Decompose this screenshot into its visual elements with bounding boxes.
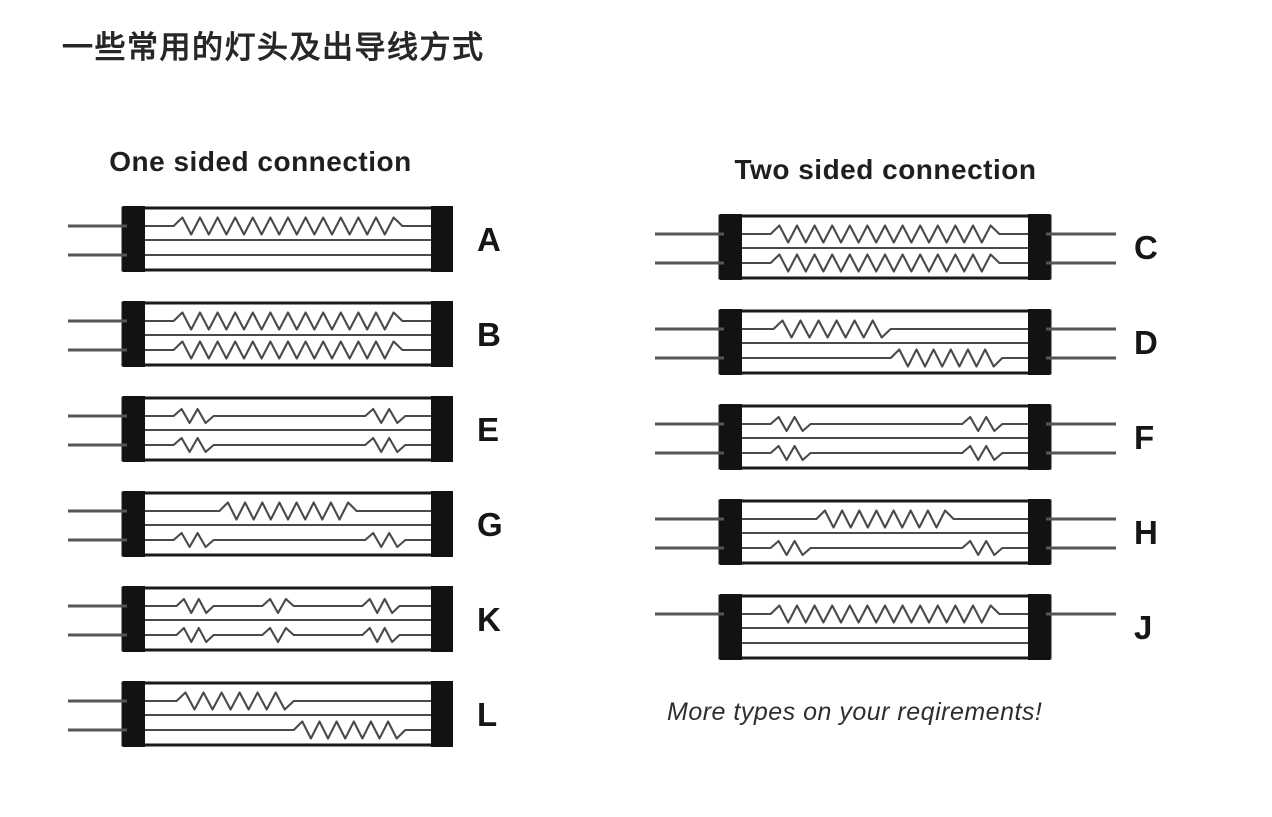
lamp-row-G: G <box>68 489 503 559</box>
lamp-row-J: J <box>655 592 1158 662</box>
lamp-label: L <box>477 695 498 733</box>
lamp-row-D: D <box>655 307 1158 377</box>
lamp-row-A: A <box>68 204 503 274</box>
column-two-sided: Two sided connection C D F H J More types on… <box>655 154 1158 727</box>
lamp-label: E <box>477 410 500 448</box>
lamp-drawing-F <box>655 404 1116 470</box>
lamp-label: K <box>477 600 501 638</box>
lamp-label: B <box>477 315 501 353</box>
page-title: 一些常用的灯头及出导线方式 <box>62 30 485 65</box>
lamp-row-C: C <box>655 212 1158 282</box>
lamp-label: A <box>477 220 501 258</box>
lamp-row-H: H <box>655 497 1158 567</box>
lamp-drawing-J <box>655 594 1116 660</box>
lamp-label: H <box>1134 513 1158 551</box>
lamp-row-E: E <box>68 394 503 464</box>
column-heading-two-sided: Two sided connection <box>734 154 1037 185</box>
lamp-drawing-B <box>68 301 453 367</box>
lamp-label: D <box>1134 323 1158 361</box>
lamp-label: C <box>1134 228 1158 266</box>
lamp-row-F: F <box>655 402 1158 472</box>
lamp-drawing-H <box>655 499 1116 565</box>
lamp-row-L: L <box>68 679 503 749</box>
lamp-row-K: K <box>68 584 503 654</box>
lamp-drawing-G <box>68 491 453 557</box>
lamp-drawing-K <box>68 586 453 652</box>
lamp-list-two-sided: C D F H J <box>655 212 1158 662</box>
lamp-drawing-D <box>655 309 1116 375</box>
lamp-drawing-C <box>655 214 1116 280</box>
lamp-drawing-E <box>68 396 453 462</box>
column-one-sided: One sided connection A B E G K L <box>68 146 503 774</box>
lamp-label: J <box>1134 608 1153 646</box>
lamp-label: G <box>477 505 503 543</box>
lamp-row-B: B <box>68 299 503 369</box>
lamp-list-one-sided: A B E G K L <box>68 204 503 749</box>
lamp-drawing-A <box>68 206 453 272</box>
lamp-drawing-L <box>68 681 453 747</box>
footnote: More types on your reqirements! <box>667 698 1043 726</box>
column-heading-one-sided: One sided connection <box>109 146 412 177</box>
lamp-label: F <box>1134 418 1155 456</box>
